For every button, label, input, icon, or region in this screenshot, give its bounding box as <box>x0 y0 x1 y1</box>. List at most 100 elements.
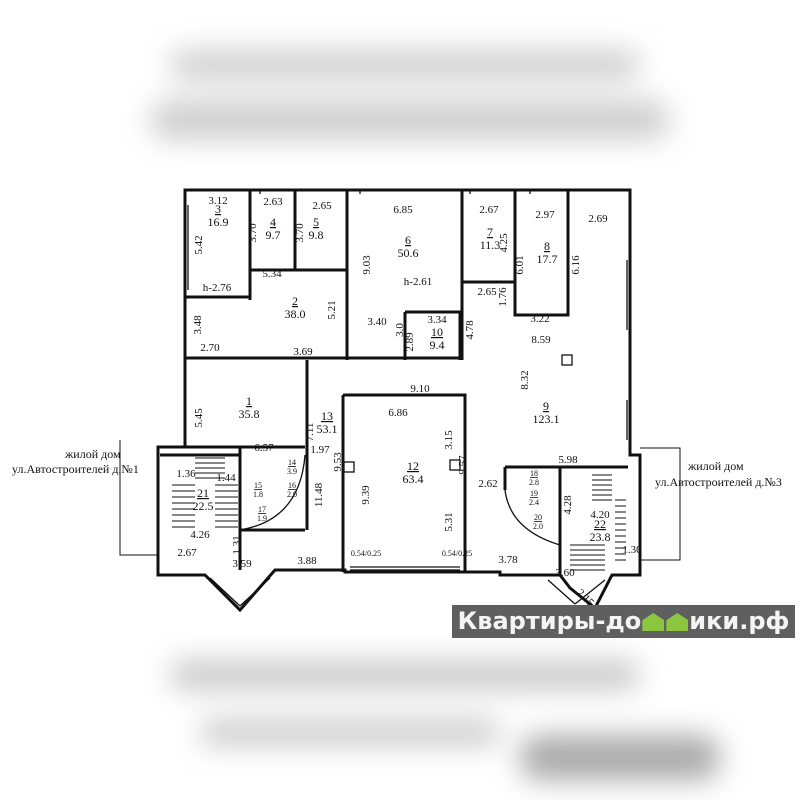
watermark-text-2: ики.рф <box>689 607 790 635</box>
dimension-label: 3.34 <box>427 314 447 326</box>
dimension-label: 7.11 <box>304 423 316 442</box>
room-area: 2.0 <box>287 490 297 499</box>
room-number: 17 <box>258 505 266 514</box>
room-area: 2.4 <box>529 498 539 507</box>
room-area: 1.8 <box>253 490 263 499</box>
room-number: 2 <box>292 294 298 308</box>
stair-hatching <box>172 457 626 571</box>
dimension-label: 6.16 <box>570 255 582 275</box>
dimension-label: 2.69 <box>588 213 608 225</box>
dimension-label: 2.97 <box>535 209 555 221</box>
dimension-label: 5.34 <box>262 268 282 280</box>
dimension-label: 9.03 <box>361 255 373 275</box>
dimension-label: 3.12 <box>208 195 227 207</box>
dimension-label: 6.01 <box>514 255 526 274</box>
room-area: 9.8 <box>309 228 324 242</box>
dimension-label: 8.59 <box>531 334 551 346</box>
room-number: 14 <box>288 458 296 467</box>
dimension-label: 5.42 <box>193 235 205 254</box>
dimension-label: 3.15 <box>443 430 455 450</box>
room-number: 16 <box>288 481 296 490</box>
room-area: 9.7 <box>266 228 281 242</box>
room-number: 9 <box>543 399 549 413</box>
dimension-label: 1.44 <box>216 472 236 484</box>
watermark-logo: Квартиры-до ики.рф <box>452 605 795 638</box>
dimension-label: 5.98 <box>558 454 578 466</box>
room-number: 7 <box>487 225 493 239</box>
dimension-label: 9.53 <box>332 452 344 472</box>
room-area: 16.9 <box>208 215 229 229</box>
room-number: 18 <box>530 469 538 478</box>
room-number: 12 <box>407 459 419 473</box>
house-icon <box>666 613 689 631</box>
room-number: 4 <box>270 215 276 229</box>
dimension-label: 0.54/0.25 <box>442 549 472 558</box>
dimension-label: 2.67 <box>177 547 197 559</box>
room-area: 38.0 <box>285 307 306 321</box>
room-number: 6 <box>405 233 411 247</box>
room-area: 23.8 <box>590 530 611 544</box>
room-number: 21 <box>197 486 209 500</box>
dimension-label: 1.36 <box>176 468 196 480</box>
dimension-label: 9.57 <box>457 455 469 475</box>
dimension-label: 3.88 <box>297 555 317 567</box>
dimension-label: 3.60 <box>555 567 575 579</box>
dimension-label: 2.70 <box>200 342 220 354</box>
neighbor-right: жилой дом ул.Автостроителей д.№3 <box>640 447 782 561</box>
room-area: 11.3 <box>480 238 501 252</box>
dimension-label: 3.40 <box>367 316 387 328</box>
dimension-label: 1.31 <box>231 535 243 554</box>
dimension-label: 5.21 <box>326 300 338 319</box>
room-area: 35.8 <box>239 407 260 421</box>
fixtures <box>184 190 631 607</box>
room-area: 53.1 <box>317 422 338 436</box>
room-number: 10 <box>431 325 443 339</box>
dimension-label: h-2.76 <box>203 282 232 294</box>
dimension-label: 3.70 <box>294 223 306 243</box>
dimension-label: 9.10 <box>410 383 430 395</box>
blurred-background-bottom <box>0 640 800 800</box>
dimension-label: 5.45 <box>193 408 205 428</box>
room-number: 22 <box>594 517 606 531</box>
dimension-label: 4.25 <box>498 233 510 253</box>
neighbor-right-line1: жилой дом <box>687 459 744 473</box>
dimension-label: 3.59 <box>232 558 252 570</box>
dimension-label: h-2.61 <box>404 276 432 288</box>
room-number: 15 <box>254 481 262 490</box>
room-area: 2.0 <box>533 522 543 531</box>
room-number: 1 <box>246 394 252 408</box>
dimension-label: 4.20 <box>590 509 610 521</box>
dimension-label: 1.30 <box>622 544 642 556</box>
dimension-label: 8.32 <box>519 370 531 389</box>
dimension-label: 2.63 <box>263 196 283 208</box>
room-number: 20 <box>534 513 542 522</box>
dimension-label: 2.65 <box>312 200 332 212</box>
dimension-label: 3.78 <box>498 554 518 566</box>
dimension-label: 3.69 <box>293 346 313 358</box>
dimension-label: 1.97 <box>310 444 330 456</box>
room-area: 63.4 <box>403 472 424 486</box>
dimension-label: 5.31 <box>443 512 455 531</box>
dimension-label: 6.57 <box>254 442 274 454</box>
dimension-labels: 3.12 2.63 2.65 6.85 2.67 2.97 2.69 5.42 3.70 3.70… <box>176 195 642 609</box>
room-area: 3.9 <box>287 467 297 476</box>
neighbor-left-line2: ул.Автостроителей д.№1 <box>12 462 139 476</box>
dimension-label: 3.70 <box>247 223 259 243</box>
dimension-label: 11.48 <box>313 482 325 507</box>
house-icon <box>642 613 665 631</box>
dimension-label: 3.0 <box>394 323 406 337</box>
room-number: 5 <box>313 215 319 229</box>
dimension-label: 3.48 <box>192 315 204 335</box>
dimension-label: 4.28 <box>562 495 574 515</box>
room-area: 17.7 <box>537 252 558 266</box>
dimension-label: 6.85 <box>393 204 413 216</box>
room-area: 123.1 <box>533 412 560 426</box>
neighbor-right-line2: ул.Автостроителей д.№3 <box>655 475 782 489</box>
watermark-text-1: Квартиры-до <box>457 607 642 635</box>
walls <box>156 188 642 613</box>
room-area: 2.8 <box>529 478 539 487</box>
dimension-label: 2.65 <box>477 286 497 298</box>
room-number: 19 <box>530 489 538 498</box>
